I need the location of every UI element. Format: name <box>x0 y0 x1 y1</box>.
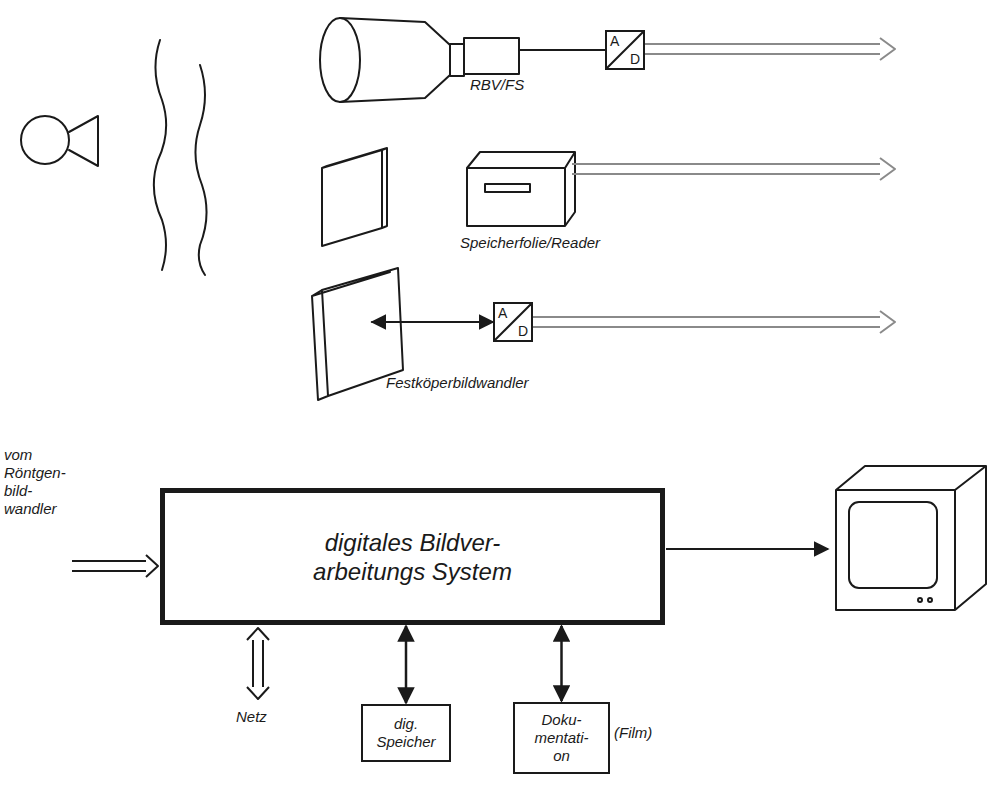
camera-lens <box>450 44 464 76</box>
foil-reader <box>467 152 575 226</box>
converter-letter: D <box>630 52 640 66</box>
converter-letter: D <box>518 324 528 338</box>
input-arrow <box>72 555 158 577</box>
film-label: (Film) <box>614 724 652 742</box>
ad-diagonal <box>607 32 643 68</box>
converter-letter: A <box>498 306 507 320</box>
monitor-knob <box>928 598 932 602</box>
data-output-arrow <box>645 38 895 60</box>
data-output-arrow <box>572 158 895 180</box>
image-intensifier <box>320 18 360 102</box>
input-label: vom Röntgen- bild- wandler <box>4 446 76 518</box>
tv-camera <box>464 38 519 74</box>
device-label: RBV/FS <box>470 76 524 94</box>
device-label: Speicherfolie/Reader <box>460 234 600 252</box>
converter-letter: A <box>610 34 619 48</box>
bidirectional-link <box>372 321 493 323</box>
storage-foil <box>322 148 387 246</box>
xray-tube <box>21 116 69 164</box>
ad-diagonal <box>495 304 531 340</box>
display-arrow <box>666 548 828 550</box>
network-label: Netz <box>236 708 267 726</box>
documentation-box: Doku- mentati- on <box>513 702 610 774</box>
box-text: dig. Speicher <box>370 715 442 751</box>
processing-system-box: digitales Bildver- arbeitungs System <box>160 488 665 625</box>
bidirectional-connector <box>405 626 408 703</box>
box-text-group: dig. Speicher <box>370 715 442 751</box>
box-text-group: digitales Bildver- arbeitungs System <box>278 528 548 586</box>
box-text: digitales Bildver- arbeitungs System <box>278 528 548 586</box>
patient-outline <box>195 65 206 275</box>
monitor-screen <box>849 502 937 588</box>
box-text: Doku- mentati- on <box>527 711 597 765</box>
device-label: Festköperbildwandler <box>386 374 529 392</box>
ad-converter: AD <box>493 302 533 342</box>
data-output-arrow <box>533 311 895 333</box>
patient-outline <box>154 40 166 270</box>
box-text-group: Doku- mentati- on <box>527 711 597 765</box>
image-intensifier <box>340 18 450 102</box>
reader-slot <box>485 184 530 192</box>
monitor <box>836 466 986 610</box>
bidirectional-connector <box>560 626 563 701</box>
ad-converter: AD <box>605 30 645 70</box>
monitor-knob <box>918 598 922 602</box>
tube-cone <box>69 116 98 166</box>
network-arrow <box>247 628 269 699</box>
signal-wire <box>519 49 605 51</box>
storage-box: dig. Speicher <box>361 704 451 762</box>
